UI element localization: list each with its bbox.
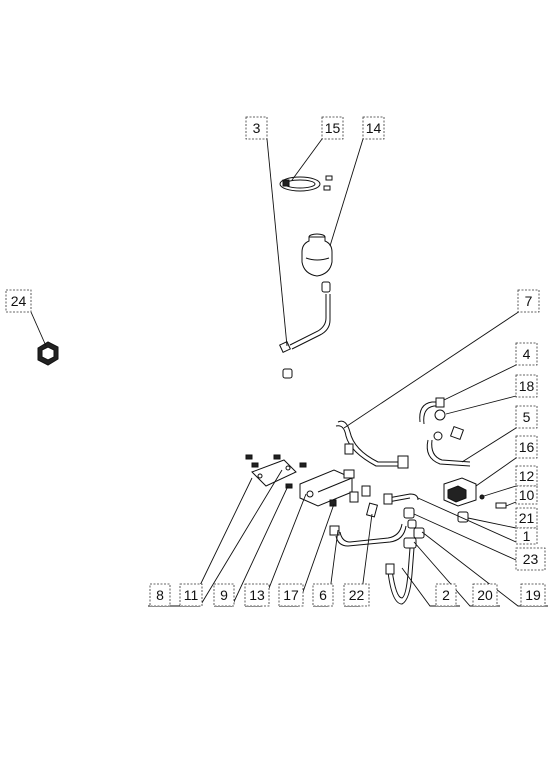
part-clamp-15 bbox=[279, 175, 333, 192]
callout-23-text: 23 bbox=[523, 551, 539, 567]
callout-12-text: 12 bbox=[519, 468, 535, 484]
callout-2: 2 bbox=[435, 583, 457, 607]
callout-labels: 3 15 14 24 7 4 18 5 bbox=[5, 116, 546, 607]
callout-21-text: 21 bbox=[519, 510, 535, 526]
callout-14-text: 14 bbox=[366, 120, 382, 136]
callout-8-text: 8 bbox=[156, 587, 164, 603]
part-hose-2 bbox=[385, 519, 425, 605]
callout-19: 19 bbox=[520, 583, 546, 607]
callout-15-text: 15 bbox=[325, 120, 341, 136]
callout-1-text: 1 bbox=[523, 528, 531, 544]
callout-6-text: 6 bbox=[319, 587, 327, 603]
callout-24-text: 24 bbox=[11, 293, 27, 309]
part-hose-22 bbox=[329, 485, 407, 547]
callout-22: 22 bbox=[343, 583, 370, 607]
part-plate-8 bbox=[245, 454, 307, 489]
callout-14: 14 bbox=[362, 116, 385, 140]
callout-16: 16 bbox=[515, 435, 538, 459]
parts-art bbox=[37, 175, 507, 605]
callout-3: 3 bbox=[245, 116, 268, 140]
callout-6: 6 bbox=[312, 583, 334, 607]
part-pump-16 bbox=[443, 477, 485, 507]
callout-4: 4 bbox=[515, 342, 538, 366]
callout-18-text: 18 bbox=[519, 378, 535, 394]
callout-7: 7 bbox=[517, 289, 540, 313]
part-hose-7 bbox=[335, 420, 409, 469]
callout-21: 21 bbox=[515, 507, 538, 529]
callout-1: 1 bbox=[515, 527, 538, 545]
part-hose-1 bbox=[383, 493, 419, 519]
callout-5-text: 5 bbox=[523, 409, 531, 425]
callout-13: 13 bbox=[244, 583, 270, 607]
callout-11-text: 11 bbox=[184, 587, 199, 603]
part-hose-4 bbox=[419, 397, 446, 425]
callout-17: 17 bbox=[278, 583, 304, 607]
callout-8: 8 bbox=[149, 583, 171, 607]
callout-20-text: 20 bbox=[477, 587, 493, 603]
part-valve-17 bbox=[299, 469, 355, 507]
callout-3-text: 3 bbox=[253, 120, 261, 136]
part-hose-5 bbox=[426, 425, 471, 467]
callout-11: 11 bbox=[179, 583, 203, 607]
callout-12: 12 bbox=[515, 465, 538, 487]
callout-7-text: 7 bbox=[525, 293, 533, 309]
callout-10: 10 bbox=[515, 485, 538, 505]
part-hose-3 bbox=[279, 294, 331, 379]
callout-4-text: 4 bbox=[523, 346, 531, 362]
callout-9: 9 bbox=[213, 583, 235, 607]
part-clip-24 bbox=[37, 341, 59, 366]
callout-20: 20 bbox=[472, 583, 498, 607]
callout-24: 24 bbox=[5, 289, 32, 313]
callout-22-text: 22 bbox=[349, 587, 365, 603]
callout-18: 18 bbox=[515, 374, 538, 398]
callout-5: 5 bbox=[515, 405, 538, 429]
callout-23: 23 bbox=[515, 547, 546, 571]
callout-9-text: 9 bbox=[220, 587, 228, 603]
callout-16-text: 16 bbox=[519, 439, 535, 455]
callout-10-text: 10 bbox=[519, 487, 535, 503]
callout-17-text: 17 bbox=[283, 587, 299, 603]
callout-2-text: 2 bbox=[442, 587, 450, 603]
callout-19-text: 19 bbox=[525, 587, 541, 603]
callout-13-text: 13 bbox=[249, 587, 265, 603]
part-reservoir-14 bbox=[301, 233, 333, 293]
callout-15: 15 bbox=[321, 116, 344, 140]
